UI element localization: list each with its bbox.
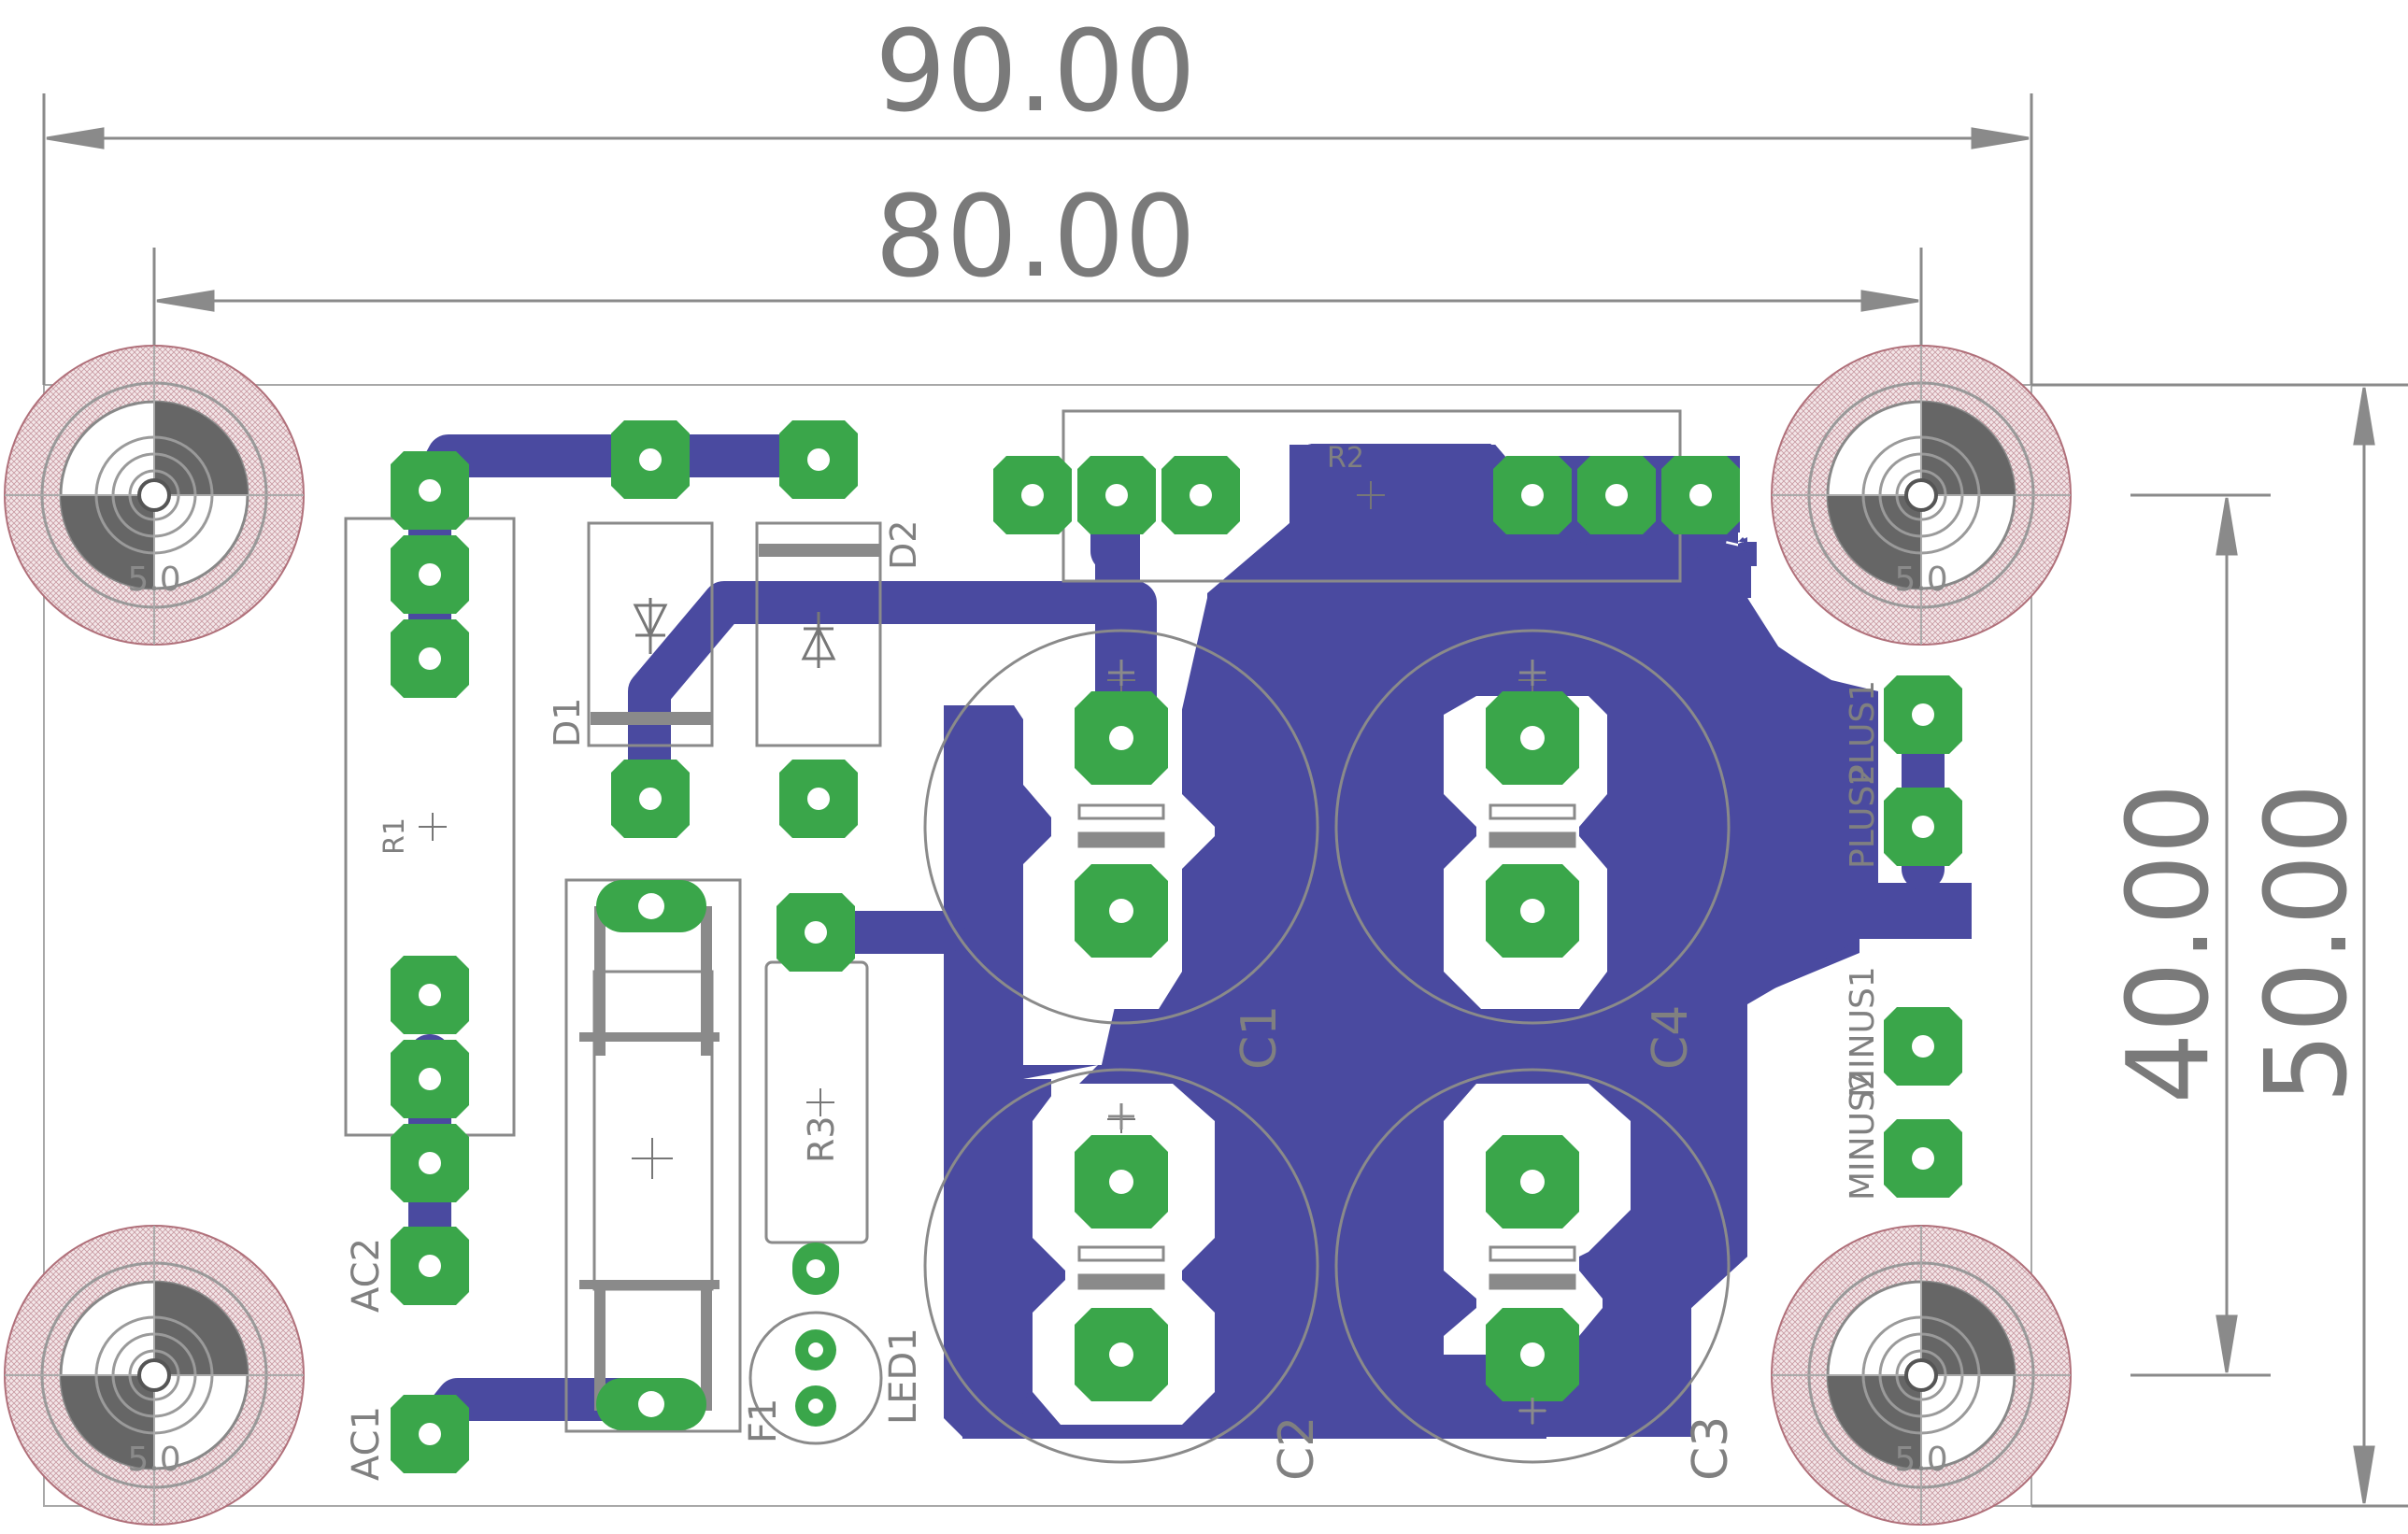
dimension-outer-height — [2031, 383, 2408, 1508]
mount-hole-bottom-left — [3, 1224, 306, 1527]
dimension-outer-height-label: 50.00 — [2243, 783, 2372, 1104]
label-d2: D2 — [883, 520, 924, 570]
label-c4: C4 — [1643, 1005, 1699, 1070]
label-f1: F1 — [742, 1399, 785, 1443]
fuse-outline — [592, 970, 714, 1291]
d2-outline — [755, 521, 882, 747]
mount-hole-label-tl: 5.0 — [127, 561, 180, 599]
dimension-inner-height-label: 40.00 — [2104, 783, 2234, 1104]
c2-outline — [923, 1068, 1319, 1464]
c4-outline — [1334, 629, 1731, 1025]
mount-hole-bottom-right — [1770, 1224, 2073, 1527]
label-minus2: MINUS2 — [1844, 1069, 1882, 1200]
label-ac1: AC1 — [345, 1406, 388, 1481]
mount-hole-label-br: 5.0 — [1894, 1441, 1947, 1479]
label-c3: C3 — [1683, 1416, 1739, 1481]
label-r1: R1 — [378, 817, 411, 855]
dimension-inner-height — [2130, 493, 2271, 1377]
label-c2: C2 — [1269, 1416, 1325, 1481]
label-ac2: AC2 — [345, 1238, 388, 1313]
pads-fuse — [596, 880, 706, 1430]
c1-outline — [923, 629, 1319, 1025]
label-r2: R2 — [1327, 442, 1364, 475]
dimension-outer-width-label: 90.00 — [875, 7, 1196, 137]
label-plus1: PLUS1 — [1844, 680, 1882, 785]
label-plus2: PLUS2 — [1844, 764, 1882, 869]
led1-outline — [748, 1311, 883, 1445]
c3-outline — [1334, 1068, 1731, 1464]
label-c1: C1 — [1232, 1005, 1288, 1070]
dimension-inner-width-label: 80.00 — [875, 173, 1196, 303]
mount-hole-top-left — [3, 344, 306, 646]
mount-hole-label-tr: 5.0 — [1894, 561, 1947, 599]
label-led1: LED1 — [882, 1328, 925, 1425]
dimension-outer-width — [42, 93, 2033, 385]
label-minus1: MINUS1 — [1844, 966, 1882, 1098]
board-outline — [43, 384, 2032, 1507]
diode-marks — [591, 544, 880, 725]
mount-hole-top-right — [1770, 344, 2073, 646]
pads-r3-led — [777, 893, 855, 1427]
mount-hole-label-bl: 5.0 — [127, 1441, 180, 1479]
fuse-clips — [579, 906, 720, 1411]
label-r3: R3 — [801, 1115, 842, 1163]
cap-marks — [1077, 803, 1576, 1290]
cap-plus-signs — [1108, 660, 1546, 1424]
d1-outline — [587, 521, 714, 747]
label-d1: D1 — [547, 698, 588, 747]
